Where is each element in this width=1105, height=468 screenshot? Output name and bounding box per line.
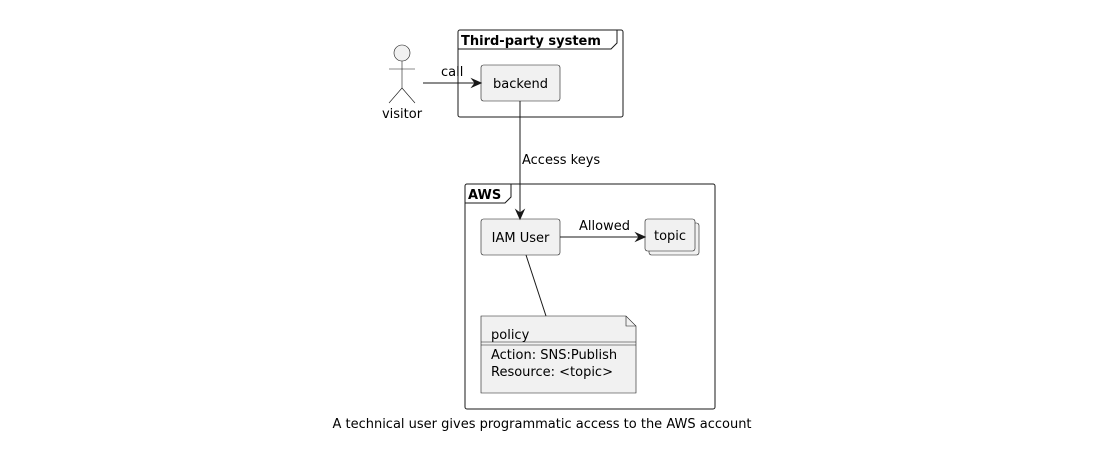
node-policy-line-action: Action: SNS:Publish [491,348,617,363]
edge-backend-to-iam-user: Access keys [514,101,600,221]
frame-third-party-title: Third-party system [461,34,601,49]
actor-visitor: visitor [382,44,423,122]
edge-access-keys-label: Access keys [522,153,600,168]
edge-iam-user-to-policy [525,254,547,317]
node-iam-user: IAM User [480,218,561,256]
actor-right-leg [401,87,416,104]
frame-third-party-system: Third-party system [457,29,624,118]
edge-visitor-to-backend: call [423,65,483,89]
actor-visitor-label: visitor [382,107,423,122]
node-iam-user-label: IAM User [492,231,550,246]
node-backend-label: backend [493,77,548,92]
frame-aws: AWS [464,183,716,410]
node-topic: topic [644,218,700,256]
edge-iam-user-to-topic: Allowed [560,219,647,243]
node-backend: backend [480,64,561,102]
node-policy: policy Action: SNS:Publish Resource: <to… [480,315,637,394]
node-topic-front [644,218,696,252]
node-policy-title: policy [491,328,530,343]
edge-allowed-label: Allowed [579,219,630,234]
diagram-caption: A technical user gives programmatic acce… [332,417,751,432]
actor-head [393,44,411,62]
frame-aws-title: AWS [468,188,501,203]
edge-call-label: call [441,65,463,80]
node-topic-label: topic [654,229,686,244]
actor-left-leg [388,87,403,104]
node-policy-line-resource: Resource: <topic> [491,365,613,380]
